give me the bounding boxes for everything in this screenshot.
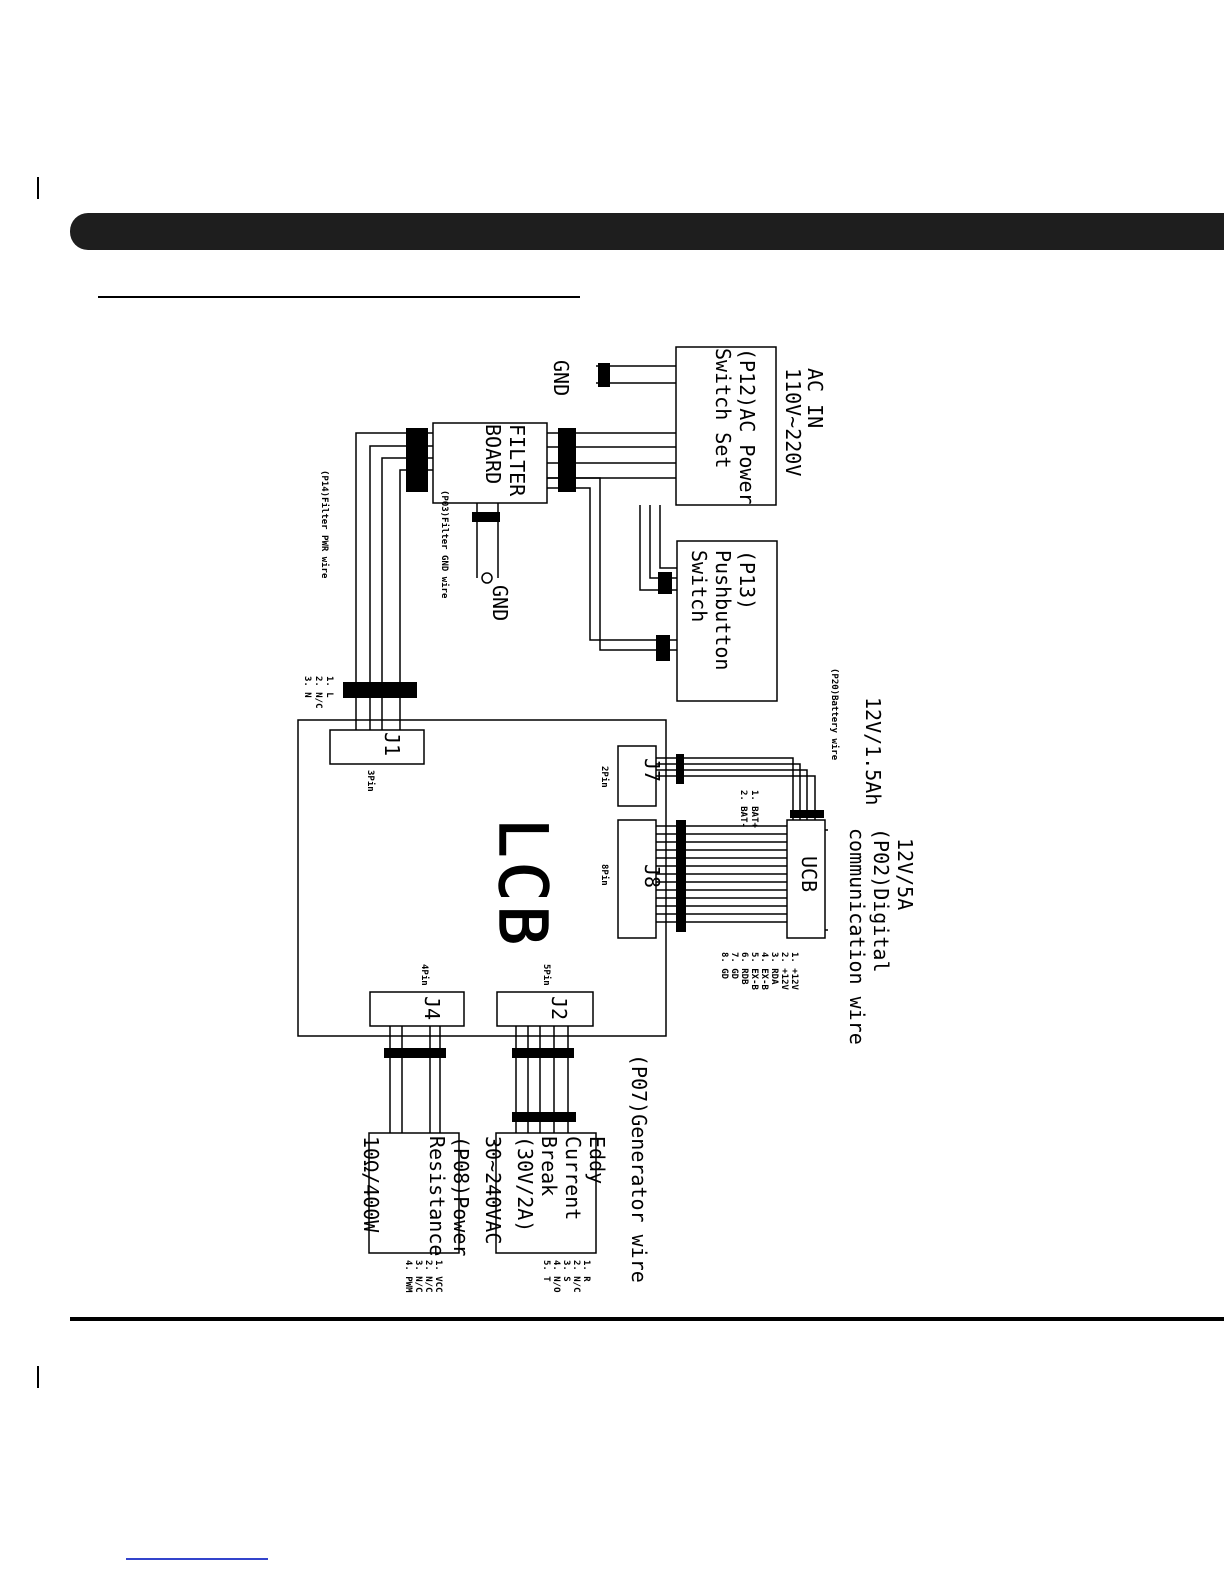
connector-j8 <box>617 819 657 939</box>
j1-pin-3: 3. N <box>302 676 312 698</box>
ucb-wire-label-1: (P02)Digital <box>869 828 893 973</box>
filter-gnd-wire-label: (P03)Filter GND wire <box>439 490 450 599</box>
j4-cable-plug <box>384 1048 446 1058</box>
resistance-rating: 10Ω/400W <box>359 1136 383 1233</box>
ac-to-filter-wires <box>547 432 676 479</box>
resistance-wires <box>389 1026 441 1133</box>
brake-rating: (30V/2A) <box>513 1136 537 1232</box>
pushbutton-switch-box <box>676 540 778 702</box>
generator-wires <box>515 1026 569 1133</box>
j1-cable-plug <box>343 682 417 698</box>
ucb-pin-5: 5. EX-B <box>749 952 759 991</box>
break-label: Break <box>537 1136 561 1196</box>
footer-link-underline <box>126 1558 268 1560</box>
ucb-pin-3: 3. RDA <box>769 952 779 985</box>
power-label: (P08)Power <box>449 1136 473 1256</box>
filter-label: FILTER <box>505 424 529 497</box>
gnd-top-plug <box>598 363 610 387</box>
ucb-pin-1: 1. +12V <box>789 952 799 991</box>
lcb-board <box>297 719 667 1037</box>
eddy-current-brake-box <box>495 1132 597 1254</box>
ac-power-switch-box <box>675 346 777 506</box>
ac-in-voltage: 110V~220V <box>781 368 805 476</box>
ac-in-label: AC IN <box>803 368 827 428</box>
generator-pin-5: 5. T <box>541 1260 551 1282</box>
battery-wire-label: (P20)Battery wire <box>829 668 840 761</box>
filter-gnd-plug <box>472 512 500 522</box>
ucb-pin-6: 6. RDB <box>739 952 749 985</box>
j2-pins-count: 5Pin <box>541 964 552 986</box>
crop-mark-top <box>37 177 39 199</box>
resistance-pin-3: 3. N/C <box>413 1260 423 1293</box>
battery-pin-1: 1. BAT+ <box>749 790 759 829</box>
filter-gnd-label: GND <box>488 585 512 621</box>
resistance-label: Resistance <box>425 1136 449 1256</box>
pushbutton-plug-upper <box>658 572 672 594</box>
footer-rule <box>70 1317 1224 1321</box>
connector-j2 <box>496 991 594 1027</box>
p13-label: (P13) <box>735 550 759 610</box>
filter-input-plug <box>558 428 576 492</box>
j1-label: J1 <box>380 732 404 756</box>
ucb-pin-4: 4. EX-B <box>759 952 769 991</box>
current-label: Current <box>561 1136 585 1220</box>
j4-label: J4 <box>420 996 444 1020</box>
board-label: BOARD <box>481 424 505 484</box>
pushbutton-label: Pushbutton <box>711 550 735 670</box>
ucb-battery-plug <box>790 810 824 818</box>
resistance-voltage: 30~240VAC <box>481 1136 505 1244</box>
battery-rating: 12V/1.5Ah <box>861 697 885 805</box>
j1-pin-1: 1. L <box>324 676 334 698</box>
lcb-label: LCB <box>484 818 561 949</box>
resistance-pin-2: 2. N/C <box>423 1260 433 1293</box>
filter-pwr-wire-label: (P14)Filter PWR wire <box>319 470 330 579</box>
gnd-top-label: GND <box>549 360 573 396</box>
ac-power-label: (P12)AC Power <box>735 348 759 505</box>
header-bar <box>70 213 1224 250</box>
switch-label: Switch <box>687 550 711 622</box>
generator-pin-1: 1. R <box>581 1260 591 1282</box>
crop-mark-bottom <box>37 1366 39 1388</box>
title-underline <box>98 296 580 298</box>
j2-label: J2 <box>547 996 571 1020</box>
ucb-rating: 12V/5A <box>893 838 917 910</box>
pushbutton-lower-wires <box>547 477 677 651</box>
ucb-box <box>786 819 826 939</box>
eddy-label: Eddy <box>585 1136 609 1184</box>
connector-j1 <box>329 729 425 765</box>
resistance-pin-4: 4. PWM <box>403 1260 413 1293</box>
ucb-pin-8: 8. GD <box>719 952 729 980</box>
ucb-wire-label-2: communication wire <box>845 828 869 1045</box>
ucb-pin-7: 7. GD <box>729 952 739 980</box>
battery-pin-2: 2. BAT- <box>738 790 748 828</box>
j8-pins-count: 8Pin <box>599 864 610 886</box>
j4-pins-count: 4Pin <box>419 964 430 986</box>
filter-output-plug <box>406 428 428 492</box>
j2-cable-plug <box>512 1048 574 1058</box>
connector-j4 <box>369 991 465 1027</box>
generator-wire-label: (P07)Generator wire <box>627 1054 651 1283</box>
filter-pwr-wires <box>355 432 433 730</box>
j1-pin-2: 2. N/C <box>313 676 323 709</box>
battery-wires <box>656 757 816 820</box>
j7-label: J7 <box>640 758 664 782</box>
j8-cable-plug <box>676 820 686 932</box>
switch-set-label: Switch Set <box>711 348 735 468</box>
generator-plug <box>512 1112 576 1122</box>
ucb-pin-2: 2. +12V <box>779 952 789 991</box>
ucb-communication-wires <box>656 825 787 923</box>
generator-pin-2: 2. N/C <box>571 1260 581 1293</box>
power-resistance-box <box>368 1132 460 1254</box>
resistance-pin-1: 1. VCC <box>433 1260 443 1293</box>
j8-label: J8 <box>640 864 664 888</box>
pushbutton-plug-lower <box>656 635 670 661</box>
j7-cable-plug <box>676 754 684 784</box>
j1-pins-count: 3Pin <box>365 770 376 792</box>
ucb-label: UCB <box>797 856 821 892</box>
j7-pins-count: 2Pin <box>599 766 610 788</box>
generator-pin-3: 3. S <box>561 1260 571 1282</box>
generator-pin-4: 4. N/O <box>551 1260 561 1293</box>
